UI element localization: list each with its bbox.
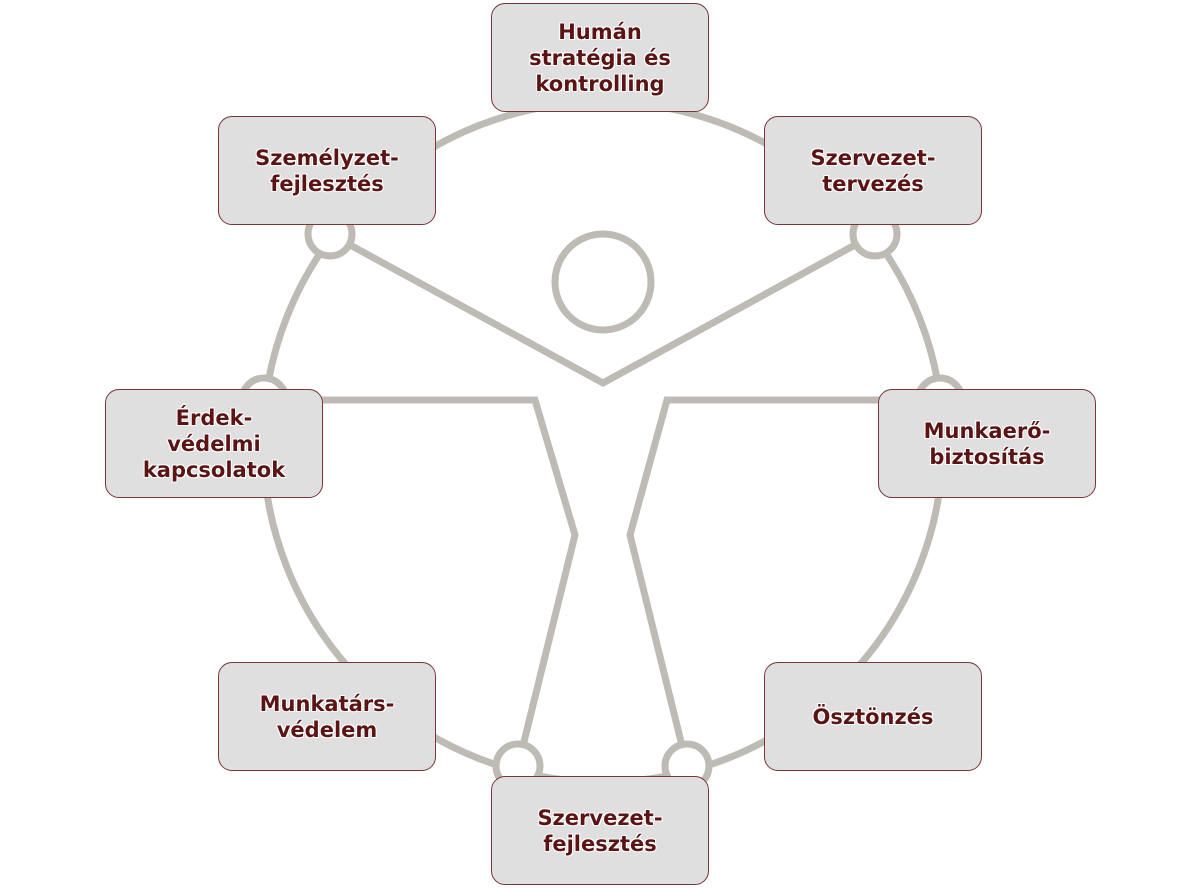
figure-right-side: [626, 396, 940, 767]
node-organization-design: Szervezet- tervezés: [764, 116, 982, 225]
node-human-strategy: Humán stratégia és kontrolling: [491, 3, 709, 112]
node-workforce-supply: Munkaerő- biztosítás: [878, 389, 1096, 498]
node-label: Ösztönzés: [812, 704, 934, 729]
node-label: Humán stratégia és kontrolling: [529, 19, 671, 96]
figure-left-side: [264, 396, 579, 767]
node-label: Munkaerő- biztosítás: [923, 418, 1051, 469]
node-interest-representation: Érdek- védelmi kapcsolatok: [105, 389, 323, 498]
node-label: Érdek- védelmi kapcsolatok: [142, 405, 286, 482]
figure-head: [551, 230, 655, 334]
node-label: Szervezet- fejlesztés: [537, 805, 663, 856]
node-label: Szervezet- tervezés: [810, 145, 936, 196]
node-label: Munkatárs- védelem: [259, 691, 395, 742]
node-staff-development: Személyzet- fejlesztés: [218, 116, 436, 225]
node-organization-development: Szervezet- fejlesztés: [491, 776, 709, 885]
node-employee-protection: Munkatárs- védelem: [218, 662, 436, 771]
node-label: Személyzet- fejlesztés: [255, 145, 399, 196]
node-incentives: Ösztönzés: [764, 662, 982, 771]
figure-arms: [328, 230, 877, 387]
